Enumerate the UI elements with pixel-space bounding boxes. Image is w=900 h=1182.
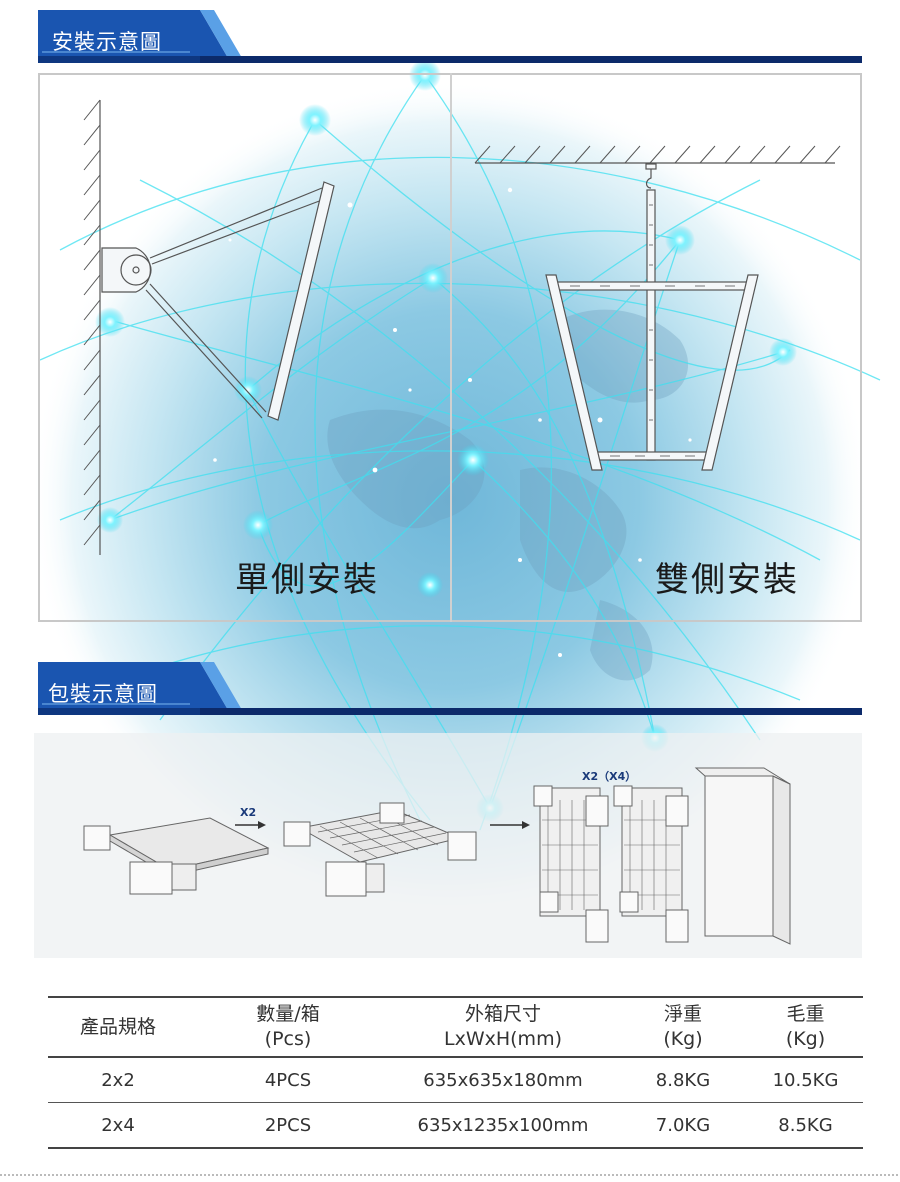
spec-cell-net-weight: 7.0KG <box>618 1102 748 1149</box>
pack-step-panel-on-frame <box>283 802 477 897</box>
spec-cell-net-weight: 8.8KG <box>618 1057 748 1103</box>
spec-header-carton-size: 外箱尺寸 LxWxH(mm) <box>388 996 618 1058</box>
pack-step-carton <box>694 767 791 945</box>
pack-section-title: 包裝示意圖 <box>48 682 158 706</box>
pack-arrow-label-x2: X2 <box>240 806 257 819</box>
spec-cell-gross-weight: 10.5KG <box>748 1057 863 1103</box>
spec-table-header-row: 產品規格 數量/箱 (Pcs) 外箱尺寸 LxWxH(mm) 淨重 (Kg) 毛… <box>48 996 863 1058</box>
spec-cell-quantity: 2PCS <box>188 1102 388 1149</box>
bottom-dotted-divider <box>0 1174 900 1176</box>
install-section-header-bar <box>38 10 862 63</box>
spec-cell-quantity: 4PCS <box>188 1057 388 1103</box>
pack-arrow-label-x2-x4: X2（X4） <box>582 770 637 783</box>
table-row: 2x2 4PCS 635x635x180mm 8.8KG 10.5KG <box>48 1057 863 1103</box>
spec-cell-carton-size: 635x1235x100mm <box>388 1102 618 1149</box>
spec-cell-model: 2x4 <box>48 1102 188 1149</box>
double-side-install-caption: 雙側安裝 <box>655 560 799 600</box>
spec-header-quantity: 數量/箱 (Pcs) <box>188 996 388 1058</box>
pack-step-panels-upright <box>533 785 689 943</box>
table-row: 2x4 2PCS 635x1235x100mm 7.0KG 8.5KG <box>48 1102 863 1149</box>
pack-section-header-bar <box>38 662 862 715</box>
spec-cell-gross-weight: 8.5KG <box>748 1102 863 1149</box>
single-side-install-caption: 單側安裝 <box>235 560 379 600</box>
spec-header-gross-weight: 毛重 (Kg) <box>748 996 863 1058</box>
single-side-mount-drawing <box>83 99 335 555</box>
spec-header-net-weight: 淨重 (Kg) <box>618 996 748 1058</box>
pack-step-single-panel <box>83 817 270 895</box>
installation-diagrams <box>83 99 841 555</box>
install-section-title: 安裝示意圖 <box>52 30 162 54</box>
spec-table: 產品規格 數量/箱 (Pcs) 外箱尺寸 LxWxH(mm) 淨重 (Kg) 毛… <box>48 996 863 1149</box>
spec-cell-model: 2x2 <box>48 1057 188 1103</box>
installation-diagram-divider <box>450 73 452 622</box>
spec-header-model: 產品規格 <box>48 996 188 1058</box>
spec-cell-carton-size: 635x635x180mm <box>388 1057 618 1103</box>
double-side-mount-drawing <box>474 145 841 471</box>
packing-diagrams <box>83 767 791 945</box>
